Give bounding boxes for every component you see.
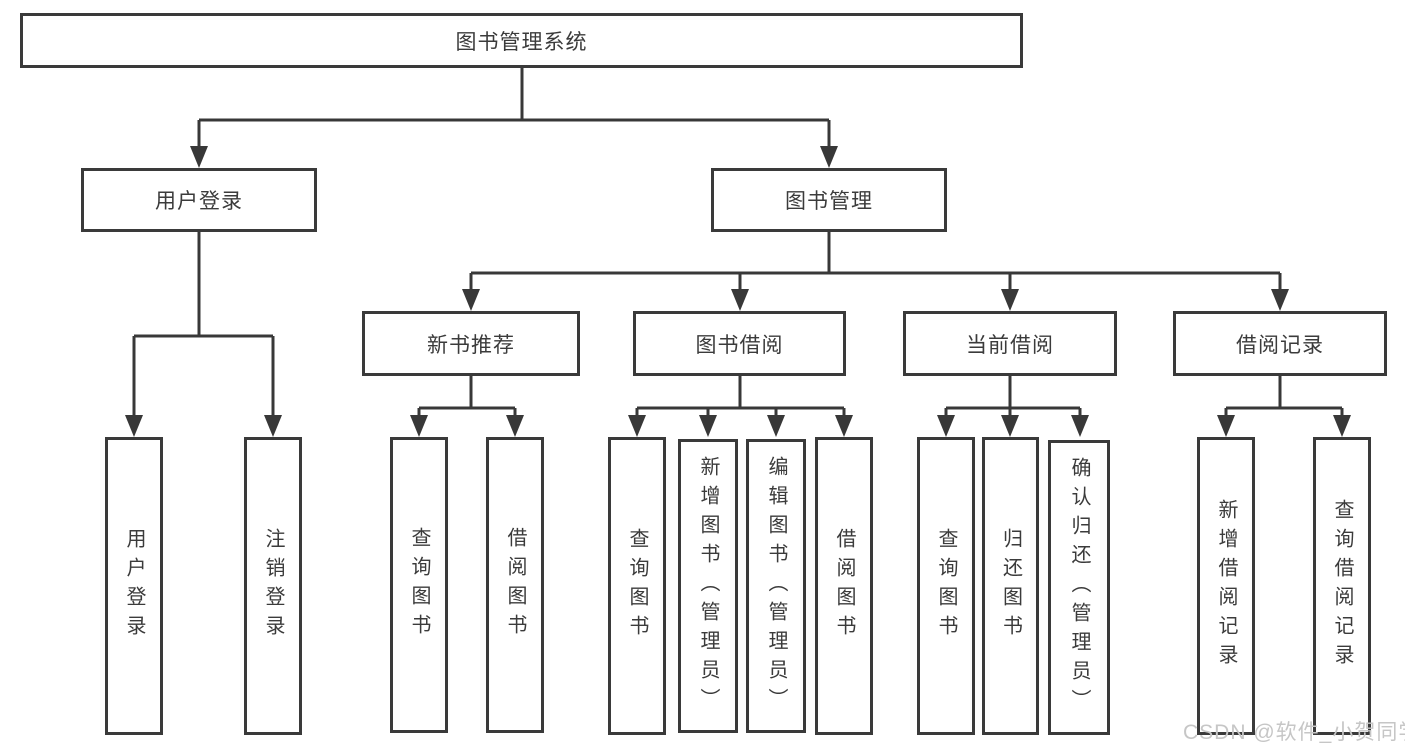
- leaf-current-query-books: 查询图书: [917, 437, 975, 735]
- leaf-user-login-label: 用户登录: [123, 528, 145, 644]
- node-user-login: 用户登录: [81, 168, 317, 232]
- leaf-return-books-label: 归还图书: [999, 528, 1022, 644]
- leaf-edit-books-admin-label: 编辑图书（管理员）: [765, 455, 787, 717]
- leaf-add-borrow-record: 新增借阅记录: [1197, 437, 1255, 735]
- leaf-add-borrow-record-label: 新增借阅记录: [1215, 499, 1237, 673]
- leaf-return-books: 归还图书: [982, 437, 1039, 735]
- leaf-borrowing-query-books: 查询图书: [608, 437, 666, 735]
- leaf-confirm-return-admin: 确认归还（管理员）: [1048, 440, 1110, 735]
- node-borrowing-records: 借阅记录: [1173, 311, 1387, 376]
- node-book-borrowing: 图书借阅: [633, 311, 846, 376]
- leaf-confirm-return-admin-label: 确认归还（管理员）: [1068, 457, 1090, 718]
- node-root-label: 图书管理系统: [455, 30, 588, 54]
- node-book-management: 图书管理: [711, 168, 947, 232]
- leaf-add-books-admin: 新增图书（管理员）: [678, 439, 738, 733]
- leaf-borrowing-borrow-books: 借阅图书: [815, 437, 873, 735]
- node-root: 图书管理系统: [20, 13, 1023, 68]
- node-current-borrowing-label: 当前借阅: [966, 333, 1054, 357]
- leaf-logout-label: 注销登录: [262, 528, 284, 644]
- node-new-book-recommendation-label: 新书推荐: [427, 333, 515, 357]
- leaf-query-borrow-record-label: 查询借阅记录: [1331, 499, 1353, 673]
- node-borrowing-records-label: 借阅记录: [1236, 333, 1324, 357]
- leaf-edit-books-admin: 编辑图书（管理员）: [746, 439, 806, 733]
- leaf-current-query-books-label: 查询图书: [935, 528, 957, 644]
- node-book-borrowing-label: 图书借阅: [695, 333, 784, 357]
- leaf-recommend-borrow-books: 借阅图书: [486, 437, 544, 733]
- node-user-login-label: 用户登录: [155, 190, 243, 213]
- node-book-management-label: 图书管理: [785, 190, 873, 213]
- node-new-book-recommendation: 新书推荐: [362, 311, 580, 376]
- node-current-borrowing: 当前借阅: [903, 311, 1117, 376]
- leaf-logout: 注销登录: [244, 437, 302, 735]
- leaf-recommend-query-books: 查询图书: [390, 437, 448, 733]
- leaf-add-books-admin-label: 新增图书（管理员）: [697, 455, 719, 717]
- leaf-recommend-query-books-label: 查询图书: [408, 527, 430, 643]
- csdn-watermark: CSDN @软件_小贺同学: [1183, 721, 1405, 744]
- leaf-borrowing-borrow-books-label: 借阅图书: [833, 528, 855, 644]
- leaf-borrowing-query-books-label: 查询图书: [626, 528, 648, 644]
- leaf-user-login: 用户登录: [105, 437, 163, 735]
- leaf-query-borrow-record: 查询借阅记录: [1313, 437, 1371, 735]
- leaf-recommend-borrow-books-label: 借阅图书: [504, 527, 526, 643]
